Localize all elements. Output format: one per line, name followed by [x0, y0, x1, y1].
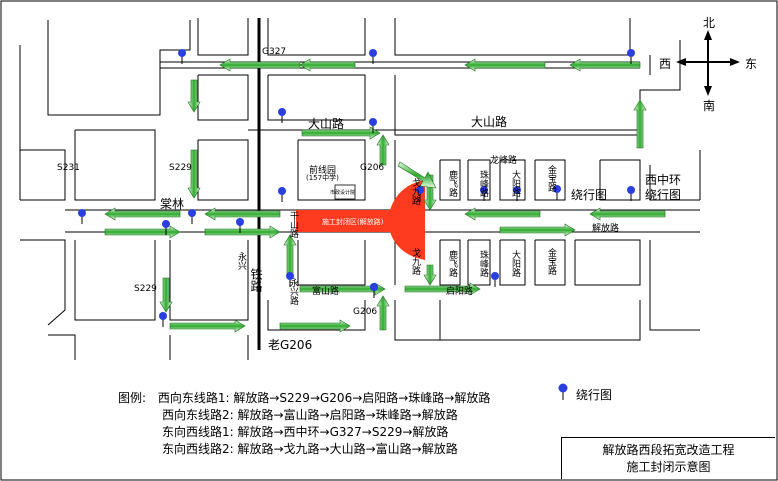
arrow-g327-west-a: [219, 58, 301, 72]
compass-north: 北: [703, 16, 716, 30]
label-gejiu-south: 戈九路: [410, 248, 420, 275]
landmark-building: [334, 184, 356, 200]
label-gejiu-north: 戈九路: [410, 178, 420, 205]
arrow-jiefang-west-a: [104, 207, 181, 221]
arrow-gejiu-south: [423, 264, 437, 286]
arrow-jiefang-east-a: [104, 225, 181, 239]
detour-pin-icon: [178, 49, 186, 64]
label-fushan: 富山路: [312, 287, 340, 297]
arrow-south-east-b: [279, 319, 351, 333]
arrow-jiefang-west-d: [589, 207, 666, 221]
label-dayang: 大阳路: [510, 170, 520, 197]
label-raoxing-2: 绕行图: [645, 188, 682, 202]
legend-route-4: 东向西线路2: 解放路→戈九路→大山路→富山路→解放路: [162, 442, 458, 456]
compass-east: 东: [745, 57, 758, 71]
detour-pin-icon: [162, 220, 170, 235]
detour-pin-icon: [491, 272, 499, 287]
label-xinzhu: 永兴: [236, 252, 246, 270]
arrow-gejiu-diagonal: [397, 161, 437, 189]
label-lao-g206: 老G206: [268, 338, 313, 352]
label-dashan-east: 大山路: [471, 115, 508, 129]
label-lufei-north: 鹿飞路: [447, 170, 457, 197]
label-g206-bottom: G206: [353, 307, 378, 317]
detour-pin-icon: [369, 49, 377, 64]
label-jiefang-east: 解放路: [592, 224, 620, 234]
arrow-g327-west-c: [464, 58, 546, 72]
compass-icon: [676, 30, 740, 96]
map-title: 解放路西段拓宽改造工程: [602, 443, 735, 457]
compass-south: 南: [703, 99, 716, 113]
label-g206-top: G206: [360, 163, 385, 173]
detour-pin-icon: [627, 186, 635, 201]
arrow-g206-north-top: [376, 134, 390, 166]
label-longxi: 龙峰路: [490, 156, 518, 166]
landmark-sub: (157中学): [306, 174, 339, 182]
label-dayang-south: 大阳路: [510, 250, 520, 277]
legend-pin-label: 绕行图: [576, 388, 613, 402]
arrow-s229-south-top: [187, 79, 201, 113]
detour-pin-icon: [369, 118, 377, 133]
arrow-g327-west-d: [569, 58, 641, 72]
label-changlin: 棠林: [160, 197, 185, 211]
detour-pin-icon: [278, 108, 286, 123]
arrow-qiyang-east: [404, 282, 481, 296]
arrow-fushan-north: [283, 234, 297, 276]
arrow-s229-south-bottom: [159, 277, 173, 313]
map-subtitle: 施工封闭示意图: [626, 460, 711, 474]
label-ganshan: 干山路: [288, 211, 298, 238]
arrow-g206-north-bottom: [376, 295, 390, 331]
arrow-jiefang-east-b: [204, 225, 281, 239]
detour-pin-icon: [188, 209, 196, 224]
arrow-dashan-east: [301, 126, 381, 140]
label-tielu: 铁路: [249, 268, 263, 292]
label-s231: S231: [57, 163, 80, 173]
detour-pin-icon: [416, 186, 424, 201]
detour-pin-icon: [480, 186, 488, 201]
label-jinbao-south: 金宝路: [546, 248, 556, 275]
legend: 图例: 西向东线路1: 解放路→S229→G206→启阳路→珠峰路→解放路 西向…: [118, 390, 490, 458]
landmark-label: 前线园: [309, 166, 337, 176]
detour-pin-icon: [370, 283, 378, 298]
label-yong: 永兴路: [288, 278, 298, 305]
detour-pin-icon: [278, 187, 286, 202]
arrow-south-east-a: [169, 319, 246, 333]
label-g327: G327: [262, 47, 287, 57]
detour-pins: [78, 49, 635, 327]
legend-route-2: 西向东线路2: 解放路→富山路→启阳路→珠峰路→解放路: [162, 408, 458, 422]
label-qiyang: 启阳路: [446, 287, 474, 297]
legend-route-3: 东向西线路1: 解放路→西中环→G327→S229→解放路: [162, 425, 449, 439]
map-title-box: 解放路西段拓宽改造工程 施工封闭示意图: [561, 437, 775, 479]
arrow-jiefang-east-c: [499, 223, 576, 237]
detour-pin-icon: [78, 209, 86, 224]
label-jinbao-north: 金宝路: [546, 165, 556, 192]
label-dashan-west: 大山路: [308, 117, 345, 131]
compass-west: 西: [659, 57, 672, 71]
legend-route-1: 西向东线路1: 解放路→S229→G206→启阳路→珠峰路→解放路: [157, 391, 491, 405]
label-s229-a: S229: [169, 163, 192, 173]
label-zhufeng-north: 珠峰路: [478, 170, 488, 197]
detour-pin-icon: [286, 272, 294, 287]
detour-pin-icon: [627, 49, 635, 64]
detour-pin-icon: [159, 312, 167, 327]
legend-pin-icon: [558, 383, 568, 400]
arrow-xizhonghuan-north: [633, 99, 647, 149]
arrow-jiefang-west-b: [204, 207, 281, 221]
detour-pin-icon: [553, 185, 561, 200]
detour-arrows: [104, 58, 666, 333]
arrow-g327-west-b: [299, 58, 356, 72]
label-lufei-south: 鹿飞路: [447, 250, 457, 277]
closure-label: 施工封闭区(解放路): [322, 218, 384, 226]
label-s229-b: S229: [134, 284, 157, 294]
label-xizhonghuan: 西中环: [645, 173, 682, 187]
detour-pin-icon: [513, 186, 521, 201]
building-label: 市政设计院: [330, 190, 356, 196]
label-raoxing-1: 绕行图: [571, 188, 608, 202]
legend-prefix: 图例:: [118, 391, 147, 405]
arrow-jiefang-west-c: [464, 207, 541, 221]
detour-pin-icon: [236, 218, 244, 233]
label-zhufeng-south: 珠峰路: [478, 250, 488, 277]
arrow-s229-south-mid: [187, 149, 201, 199]
